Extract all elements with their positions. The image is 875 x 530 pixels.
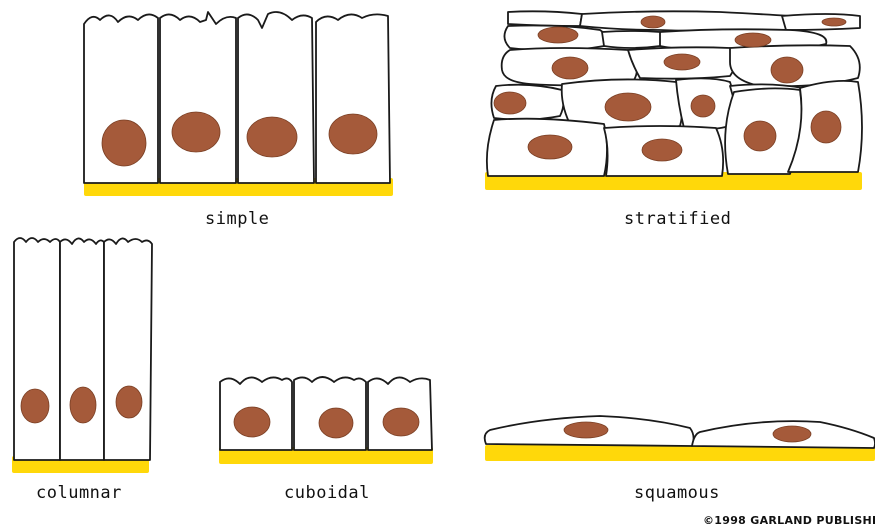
simple-cell-2: [160, 12, 236, 183]
columnar-epithelium: [12, 238, 152, 473]
strat-nucleus-13: [744, 121, 776, 151]
simple-nucleus-1: [102, 120, 146, 166]
columnar-cell-3: [104, 238, 152, 460]
simple-cell-4: [316, 14, 390, 183]
strat-nucleus-11: [528, 135, 572, 159]
strat-nucleus-14: [811, 111, 841, 143]
columnar-nucleus-2: [70, 387, 96, 423]
strat-nucleus-2: [822, 18, 846, 26]
columnar-nucleus-3: [116, 386, 142, 418]
simple-nucleus-4: [329, 114, 377, 154]
columnar-nucleus-1: [21, 389, 49, 423]
strat-nucleus-10: [691, 95, 715, 117]
simple-nucleus-3: [247, 117, 297, 157]
strat-nucleus-9: [605, 93, 651, 121]
strat-nucleus-7: [771, 57, 803, 83]
strat-nucleus-12: [642, 139, 682, 161]
squamous-nucleus-1: [564, 422, 608, 438]
strat-nucleus-5: [552, 57, 588, 79]
simple-epithelium: [84, 12, 393, 196]
columnar-cell-1: [14, 238, 60, 460]
strat-nucleus-8: [494, 92, 526, 114]
label-squamous: squamous: [634, 483, 720, 503]
squamous-nucleus-2: [773, 426, 811, 442]
strat-nucleus-4: [735, 33, 771, 47]
strat-nucleus-6: [664, 54, 700, 70]
simple-cell-3: [238, 12, 314, 183]
cuboidal-nucleus-2: [319, 408, 353, 438]
cuboidal-nucleus-1: [234, 407, 270, 437]
label-columnar: columnar: [36, 483, 122, 503]
copyright-notice: ©1998 GARLAND PUBLISHING: [703, 514, 875, 527]
cuboidal-epithelium: [219, 377, 433, 464]
stratified-epithelium: [485, 11, 862, 190]
strat-nucleus-1: [641, 16, 665, 28]
strat-cell-top-3: [782, 14, 860, 30]
strat-cell-top-1: [508, 11, 582, 26]
label-simple: simple: [205, 209, 269, 229]
cuboidal-nucleus-3: [383, 408, 419, 436]
strat-nucleus-3: [538, 27, 578, 43]
simple-nucleus-2: [172, 112, 220, 152]
strat-cell-top-2: [580, 11, 790, 31]
columnar-cell-2: [60, 238, 104, 460]
label-stratified: stratified: [624, 209, 731, 229]
squamous-epithelium: [485, 416, 875, 461]
label-cuboidal: cuboidal: [284, 483, 370, 503]
strat-cell-2-3: [602, 31, 660, 48]
